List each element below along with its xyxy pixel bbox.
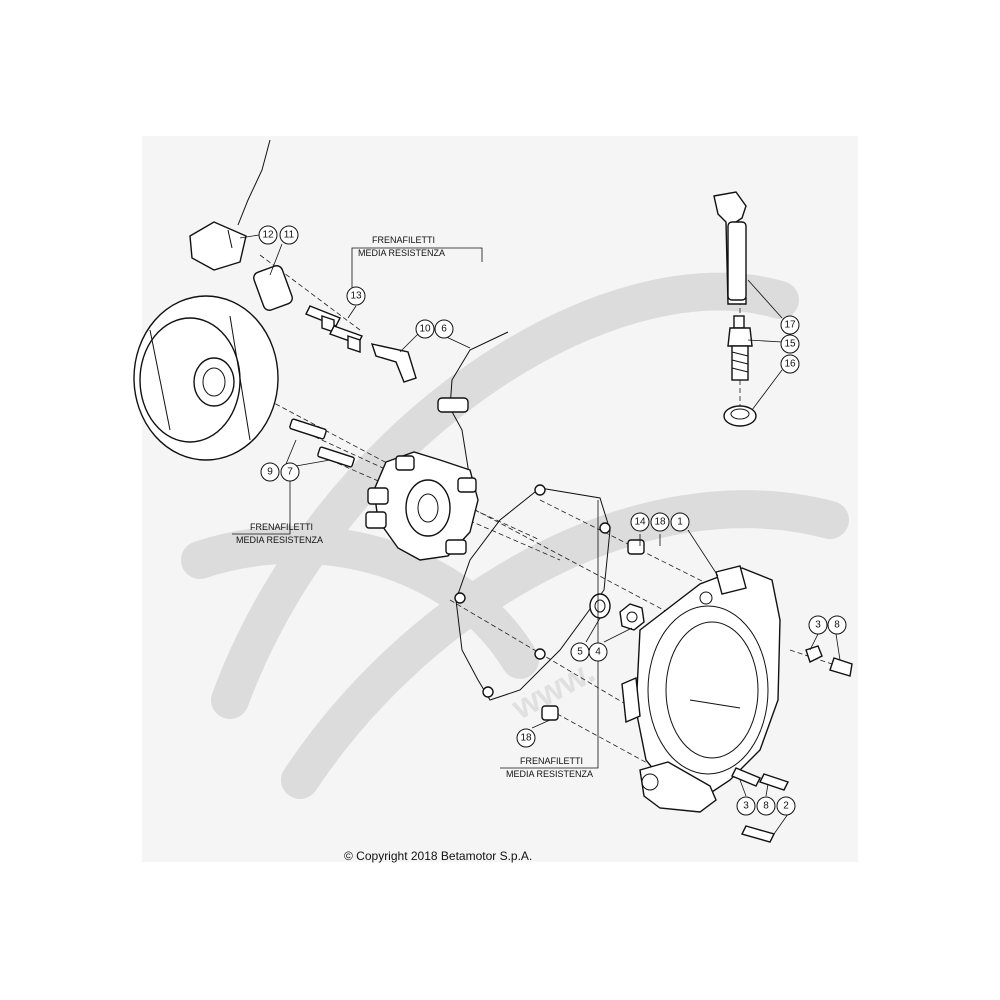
callout: 8 bbox=[756, 796, 776, 816]
callout: 2 bbox=[776, 796, 796, 816]
callout: 17 bbox=[780, 315, 800, 335]
note-line2: MEDIA RESISTENZA bbox=[506, 769, 593, 779]
sensor-screws bbox=[305, 305, 363, 353]
svg-text:16: 16 bbox=[784, 359, 796, 370]
spark-plug-assembly bbox=[713, 191, 757, 427]
note-line1: FRENAFILETTI bbox=[372, 235, 435, 245]
svg-text:8: 8 bbox=[834, 620, 840, 631]
watermark-logo bbox=[181, 272, 849, 799]
svg-text:3: 3 bbox=[815, 620, 821, 631]
callout: 7 bbox=[280, 462, 300, 482]
washer-and-nut bbox=[589, 593, 645, 631]
callout: 18 bbox=[650, 512, 670, 532]
svg-text:2: 2 bbox=[783, 801, 789, 812]
copyright-caption: © Copyright 2018 Betamotor S.p.A. bbox=[344, 849, 532, 863]
pickup-sensor bbox=[189, 139, 293, 311]
svg-text:6: 6 bbox=[441, 324, 447, 335]
stator-cable bbox=[437, 331, 509, 481]
svg-text:13: 13 bbox=[350, 291, 362, 302]
callout: 14 bbox=[630, 512, 650, 532]
note-line1: FRENAFILETTI bbox=[250, 522, 313, 532]
cover-gasket bbox=[454, 484, 611, 701]
note-line2: MEDIA RESISTENZA bbox=[358, 248, 445, 258]
note-line1: FRENAFILETTI bbox=[520, 756, 583, 766]
callout: 10 bbox=[415, 319, 435, 339]
callouts: 12 11 13 10 6 9 7 14 18 1 5 4 18 3 8 3 8… bbox=[258, 225, 847, 816]
callout: 11 bbox=[279, 225, 299, 245]
callout: 13 bbox=[346, 286, 366, 306]
svg-text:15: 15 bbox=[784, 339, 796, 350]
callout: 5 bbox=[570, 642, 590, 662]
threadlocker-note-1: FRENAFILETTI MEDIA RESISTENZA bbox=[358, 235, 445, 258]
callout: 8 bbox=[827, 615, 847, 635]
svg-text:9: 9 bbox=[267, 467, 273, 478]
ignition-cover bbox=[621, 565, 781, 813]
callout: 3 bbox=[808, 615, 828, 635]
callout: 12 bbox=[258, 225, 278, 245]
svg-text:8: 8 bbox=[763, 801, 769, 812]
svg-text:5: 5 bbox=[577, 647, 583, 658]
callout: 9 bbox=[260, 462, 280, 482]
callout: 1 bbox=[670, 512, 690, 532]
note-line2: MEDIA RESISTENZA bbox=[236, 535, 323, 545]
svg-text:4: 4 bbox=[595, 647, 601, 658]
rotor-bolts bbox=[289, 418, 355, 468]
callout: 15 bbox=[780, 334, 800, 354]
svg-text:14: 14 bbox=[634, 517, 646, 528]
callout: 3 bbox=[736, 796, 756, 816]
svg-text:12: 12 bbox=[262, 230, 274, 241]
callout: 6 bbox=[434, 319, 454, 339]
cover-bolts bbox=[731, 645, 853, 843]
svg-text:1: 1 bbox=[677, 517, 683, 528]
svg-text:18: 18 bbox=[654, 517, 666, 528]
leader-lines bbox=[232, 234, 841, 835]
stator bbox=[365, 451, 479, 561]
svg-text:10: 10 bbox=[419, 324, 431, 335]
callout: 4 bbox=[588, 642, 608, 662]
flywheel-rotor bbox=[133, 295, 279, 461]
svg-text:7: 7 bbox=[287, 467, 293, 478]
svg-text:18: 18 bbox=[520, 733, 532, 744]
threadlocker-note-3: FRENAFILETTI MEDIA RESISTENZA bbox=[506, 756, 593, 779]
threadlocker-note-2: FRENAFILETTI MEDIA RESISTENZA bbox=[236, 522, 323, 545]
callout: 18 bbox=[516, 728, 536, 748]
callout: 16 bbox=[780, 354, 800, 374]
svg-text:3: 3 bbox=[743, 801, 749, 812]
svg-text:11: 11 bbox=[284, 230, 295, 241]
cable-clip bbox=[370, 343, 417, 383]
svg-text:17: 17 bbox=[784, 320, 796, 331]
